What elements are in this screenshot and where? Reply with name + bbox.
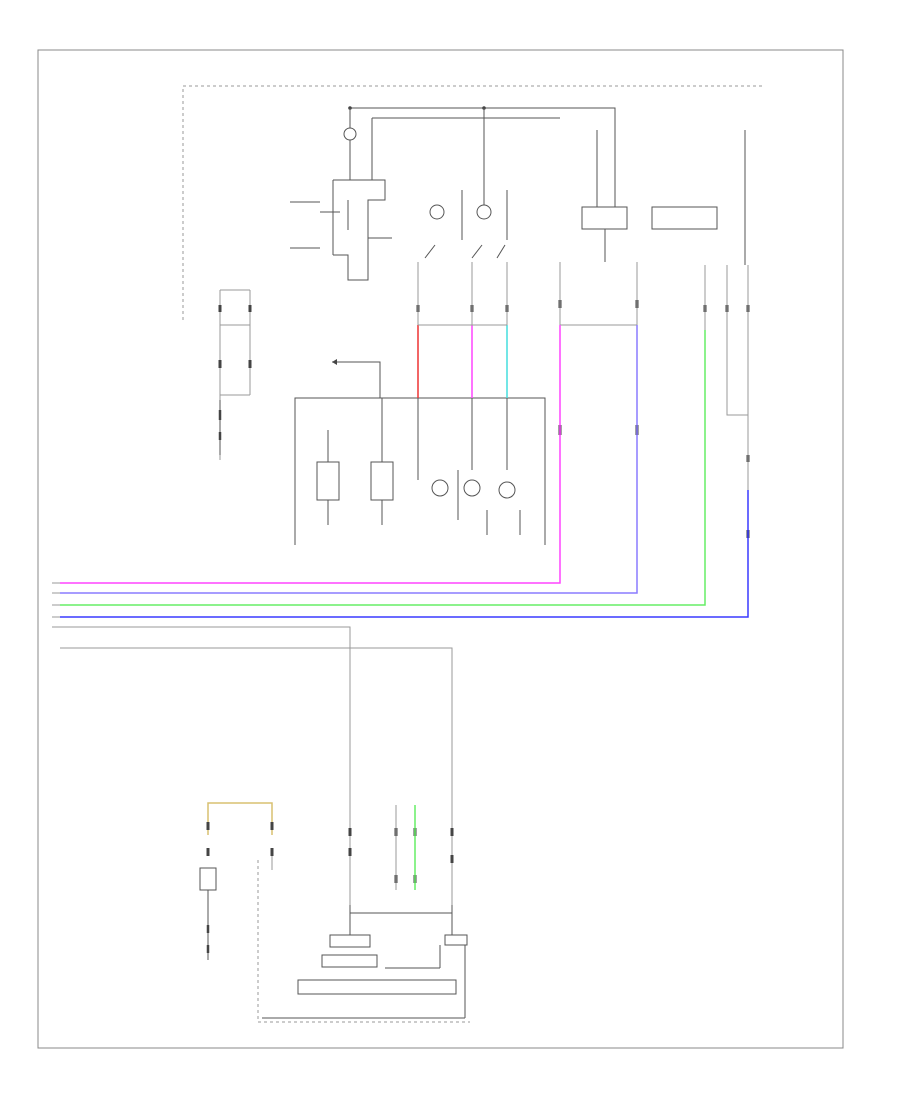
connector-ticks (218, 300, 750, 538)
top-harness-frame (182, 85, 765, 320)
lower-left-switch (199, 802, 274, 960)
supply-line (350, 107, 616, 225)
rear-harness-frame (257, 860, 470, 1023)
module-element (329, 934, 371, 948)
relay-box (581, 206, 628, 230)
grey-bus-wire (60, 626, 351, 905)
arrow-icon (332, 359, 337, 365)
lamp-element (316, 461, 340, 501)
purple-bus-wire (60, 325, 638, 594)
bulb-icon (498, 481, 516, 499)
front-light-assembly (294, 262, 546, 545)
switch-block (333, 179, 386, 281)
blue-bus-wire (60, 490, 749, 618)
bulb-icon (429, 204, 445, 220)
lamp-element (370, 461, 394, 501)
top-harness (182, 85, 765, 460)
green-bus-wire (60, 330, 706, 606)
bulb-icon (463, 479, 481, 497)
tan-wire (207, 802, 273, 835)
grey-bus-wire-2 (60, 647, 453, 905)
bulb-icon (476, 204, 492, 220)
switch-element (199, 867, 217, 891)
assembly-frame (294, 397, 546, 545)
bulb-icon (343, 127, 357, 141)
switch-contact (471, 244, 483, 259)
bus-wires (52, 262, 749, 905)
rear-harness (257, 805, 470, 1023)
switch-contact (424, 244, 436, 259)
switch-contact (496, 244, 506, 259)
pink-bus-wire (60, 325, 561, 584)
relay-box (651, 206, 718, 230)
wire (726, 330, 748, 416)
bulb-icon (431, 479, 449, 497)
diagram-border (37, 49, 844, 1049)
module-element (444, 934, 468, 946)
pointer (332, 361, 381, 398)
module-element (297, 979, 457, 995)
module-element (321, 954, 378, 968)
